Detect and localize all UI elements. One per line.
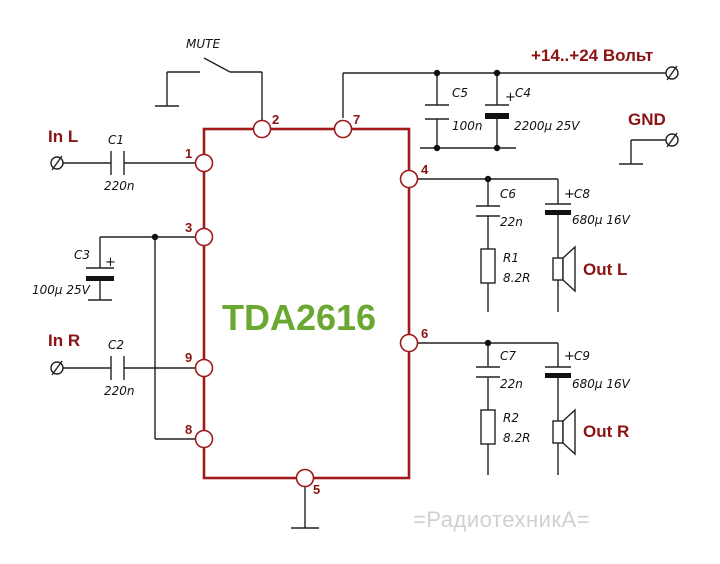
c6-value: 22n	[500, 215, 523, 229]
capacitor-c1	[110, 151, 125, 175]
capacitor-c3	[86, 267, 114, 281]
c7-value: 22n	[500, 377, 523, 391]
pin-label-2: 2	[272, 112, 279, 127]
c4-plus: +	[505, 90, 516, 105]
pin-label-1: 1	[185, 146, 192, 161]
speaker-right-icon	[552, 408, 576, 456]
pin-label-5: 5	[313, 482, 320, 497]
supply-label: +14..+24 Вольт	[531, 46, 653, 65]
r2-value: 8.2R	[503, 431, 530, 445]
c4-name: C4	[515, 86, 531, 100]
pin-label-8: 8	[185, 422, 192, 437]
r1-value: 8.2R	[503, 271, 530, 285]
resistor-r2	[480, 409, 496, 445]
watermark: =РадиотехникА=	[413, 507, 590, 532]
c7-name: C7	[500, 349, 516, 363]
c3-name: C3	[74, 248, 90, 262]
capacitor-c5	[425, 104, 449, 120]
pin-label-9: 9	[185, 350, 192, 365]
capacitor-c4	[485, 104, 509, 119]
c4-value: 2200µ 25V	[514, 119, 580, 133]
gnd-label: GND	[628, 110, 666, 129]
capacitor-c7	[476, 366, 500, 378]
junction-dots	[151, 69, 501, 347]
pin-label-3: 3	[185, 220, 192, 235]
terminal-in-l	[50, 155, 64, 171]
c1-value: 220n	[104, 179, 135, 193]
capacitor-c9	[545, 366, 571, 378]
output-left-label: Out L	[583, 260, 627, 279]
pin-label-6: 6	[421, 326, 428, 341]
terminal-supply	[665, 65, 679, 81]
r1-name: R1	[503, 251, 519, 265]
speaker-left-icon	[552, 245, 576, 293]
mute-label: MUTE	[186, 37, 220, 51]
terminal-in-r	[50, 360, 64, 376]
c9-name: C9	[574, 349, 590, 363]
capacitor-c8	[545, 203, 571, 215]
wires	[60, 57, 672, 529]
input-right-label: In R	[48, 331, 80, 350]
pin-label-7: 7	[353, 112, 360, 127]
output-right-label: Out R	[583, 422, 629, 441]
capacitor-c6	[476, 205, 500, 217]
c2-value: 220n	[104, 384, 135, 398]
pin-label-4: 4	[421, 162, 429, 177]
r2-name: R2	[503, 411, 519, 425]
c5-name: C5	[452, 86, 468, 100]
ic-pins	[194, 119, 419, 488]
terminal-gnd	[665, 132, 679, 148]
c6-name: C6	[500, 187, 516, 201]
resistor-r1	[480, 248, 496, 284]
c5-value: 100n	[452, 119, 483, 133]
c9-plus: +	[564, 349, 575, 364]
c3-plus: +	[105, 255, 116, 270]
c8-value: 680µ 16V	[572, 213, 631, 227]
c3-value: 100µ 25V	[32, 283, 91, 297]
chip-name: TDA2616	[222, 297, 376, 338]
c9-value: 680µ 16V	[572, 377, 631, 391]
input-left-label: In L	[48, 127, 78, 146]
capacitor-c2	[110, 356, 125, 380]
c8-plus: +	[564, 187, 575, 202]
terminals	[50, 65, 679, 376]
c1-name: C1	[108, 133, 124, 147]
c2-name: C2	[108, 338, 124, 352]
c8-name: C8	[574, 187, 590, 201]
